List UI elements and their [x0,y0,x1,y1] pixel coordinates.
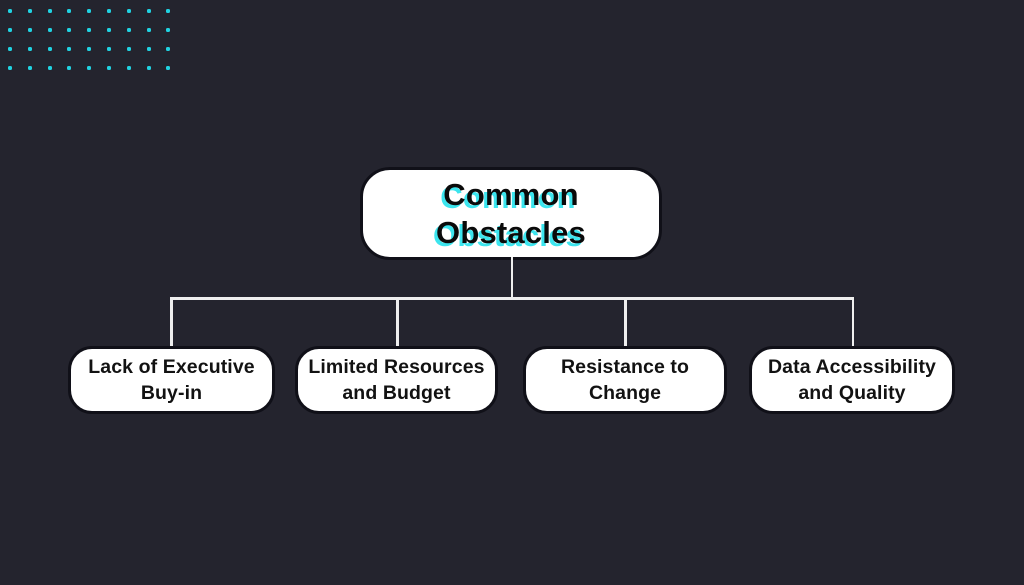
dot [67,66,72,70]
child-node-lack-of-executive-buy-in: Lack of Executive Buy-in [68,346,275,414]
connector-drop-3 [624,298,627,348]
dot [106,47,111,51]
dot [106,66,111,70]
root-node-label: Common Obstacles [436,176,586,250]
dot [27,9,32,13]
child-node-label: Resistance to Change [560,356,690,404]
dot [47,66,52,70]
dot [8,47,12,51]
connector-drop-4 [851,298,854,348]
child-node-label: Limited Resources and Budget [308,356,485,404]
dot [87,47,92,51]
child-node-limited-resources-and-budget: Limited Resources and Budget [295,346,498,414]
dot-grid-decoration [8,9,171,70]
dot [47,47,52,51]
connector-root-stem [510,257,513,299]
dot [27,47,32,51]
dot [106,9,111,13]
dot [166,66,171,70]
dot [87,66,92,70]
dot [67,47,72,51]
root-node-common-obstacles: Common Obstacles [360,167,662,260]
dot [126,9,131,13]
dot [126,47,131,51]
dot [87,28,92,32]
child-node-label: Data Accessibility and Quality [768,356,936,404]
dot [166,9,171,13]
dot [47,28,52,32]
dot [146,28,151,32]
dot [166,47,171,51]
dot [27,28,32,32]
dot [8,66,12,70]
connector-drop-1 [170,298,173,348]
dot [8,28,12,32]
dot [166,28,171,32]
dot [126,28,131,32]
child-node-label: Lack of Executive Buy-in [88,356,255,404]
dot [146,47,151,51]
dot [87,9,92,13]
dot [67,28,72,32]
dot [106,28,111,32]
connector-drop-2 [396,298,399,348]
connector-horizontal [170,297,854,300]
child-node-resistance-to-change: Resistance to Change [523,346,727,414]
dot [8,9,12,13]
dot [146,9,151,13]
dot [67,9,72,13]
dot [27,66,32,70]
dot [47,9,52,13]
dot [126,66,131,70]
child-node-data-accessibility-and-quality: Data Accessibility and Quality [749,346,955,414]
dot [146,66,151,70]
